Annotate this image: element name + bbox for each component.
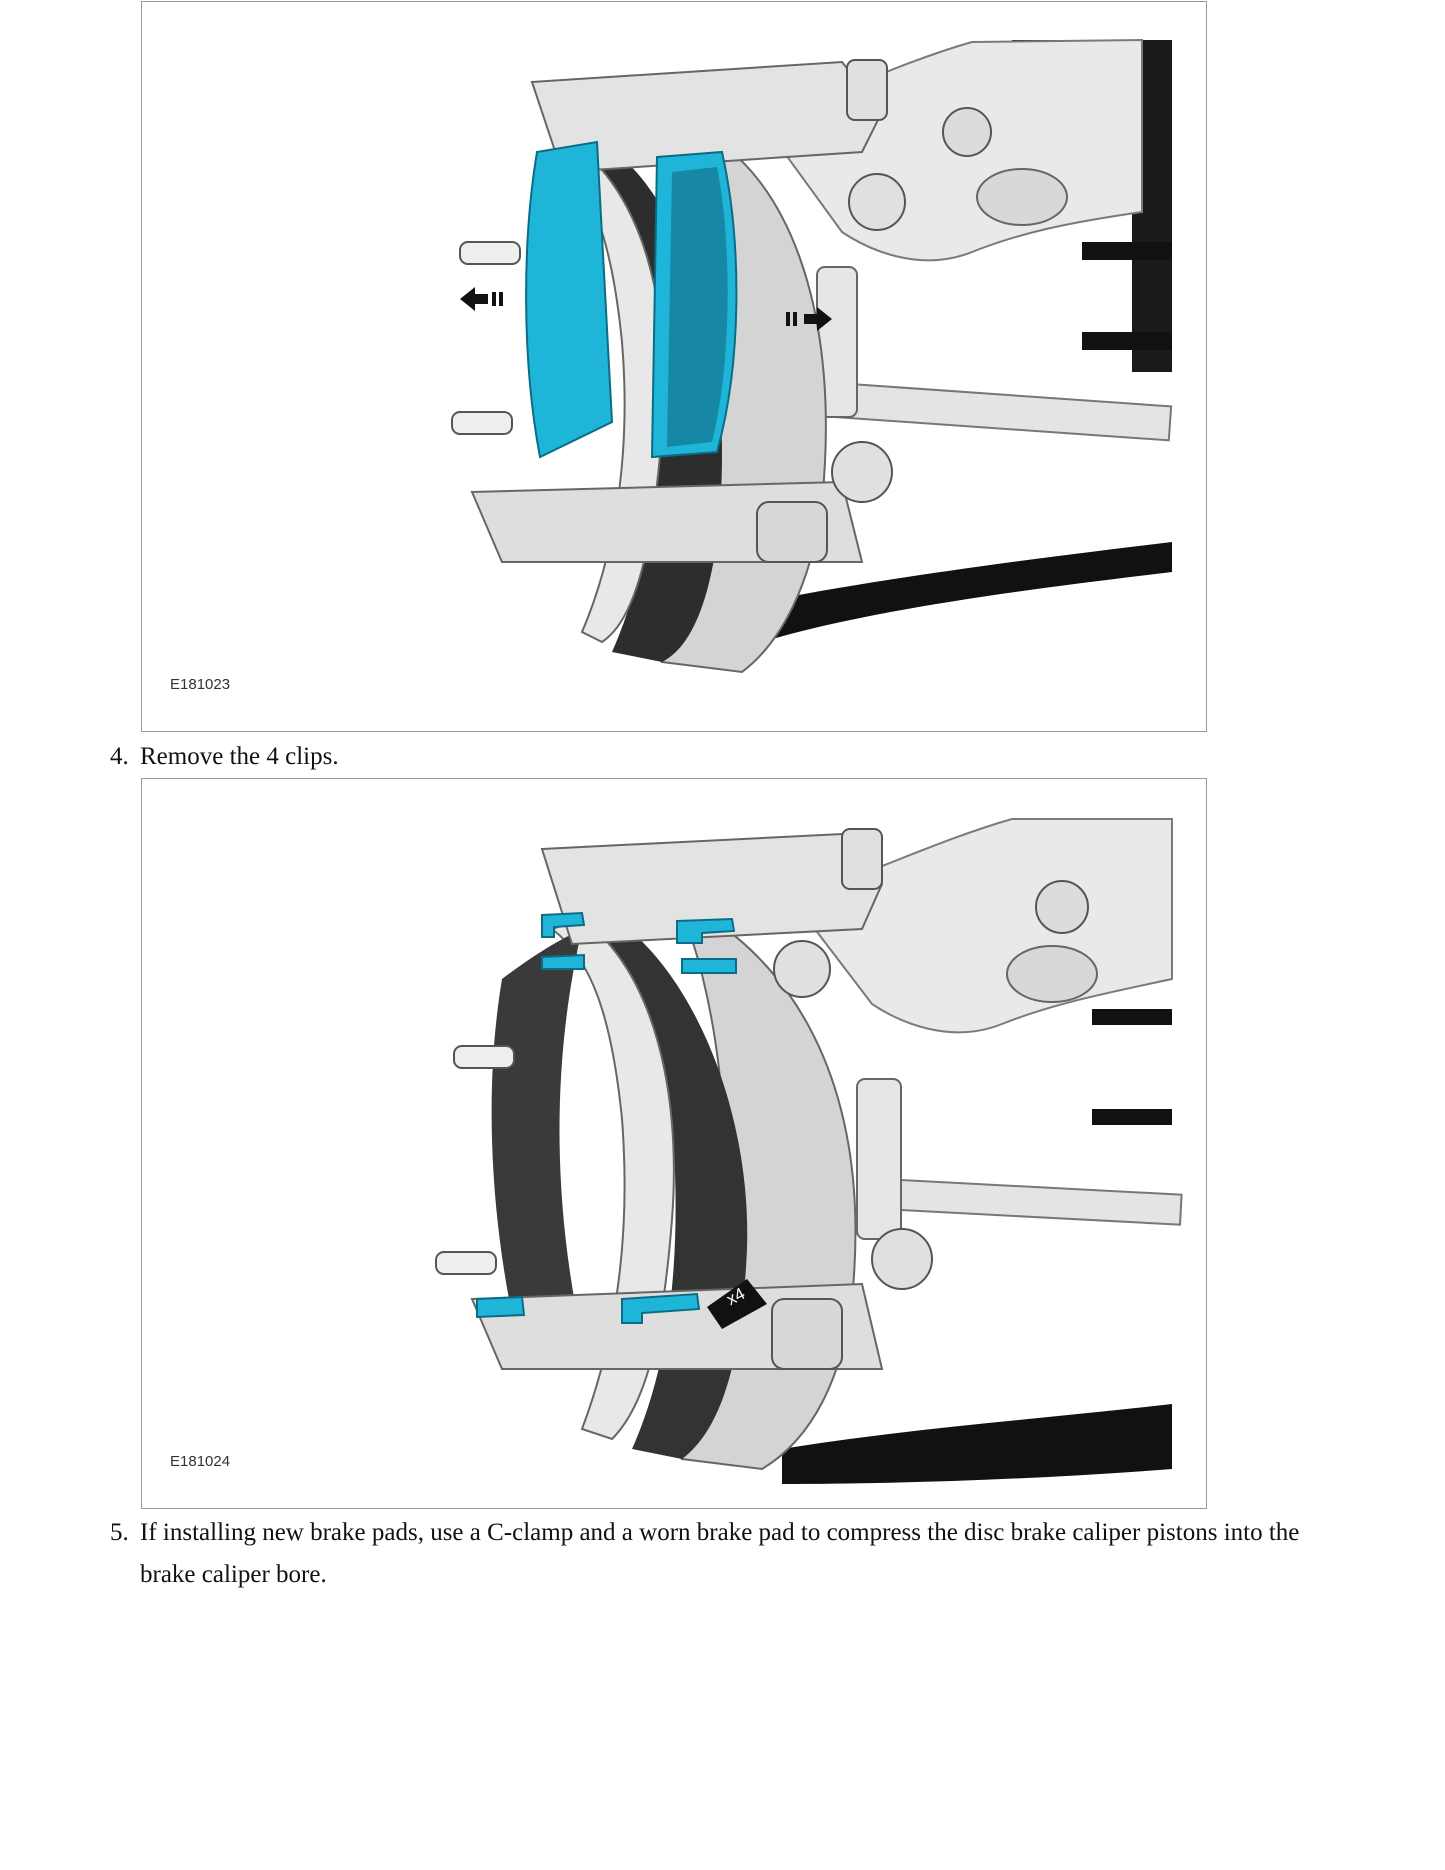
step-5: 5. If installing new brake pads, use a C…	[110, 1512, 1340, 1596]
brake-clips-figure: E181024 x4	[141, 778, 1207, 1509]
step-4: 4. Remove the 4 clips.	[110, 736, 1340, 778]
step-number: 4.	[110, 743, 129, 770]
step-text: If installing new brake pads, use a C-cl…	[140, 1519, 1300, 1588]
figure-id-label: E181024	[170, 1453, 231, 1470]
step-text: Remove the 4 clips.	[140, 743, 339, 770]
brake-caliper-illustration	[451, 38, 1173, 674]
step-number: 5.	[110, 1519, 129, 1546]
brake-caliper-clips-illustration	[435, 818, 1183, 1484]
brake-pad-figure: E181023	[141, 1, 1207, 732]
figure-id-label: E181023	[170, 676, 231, 693]
